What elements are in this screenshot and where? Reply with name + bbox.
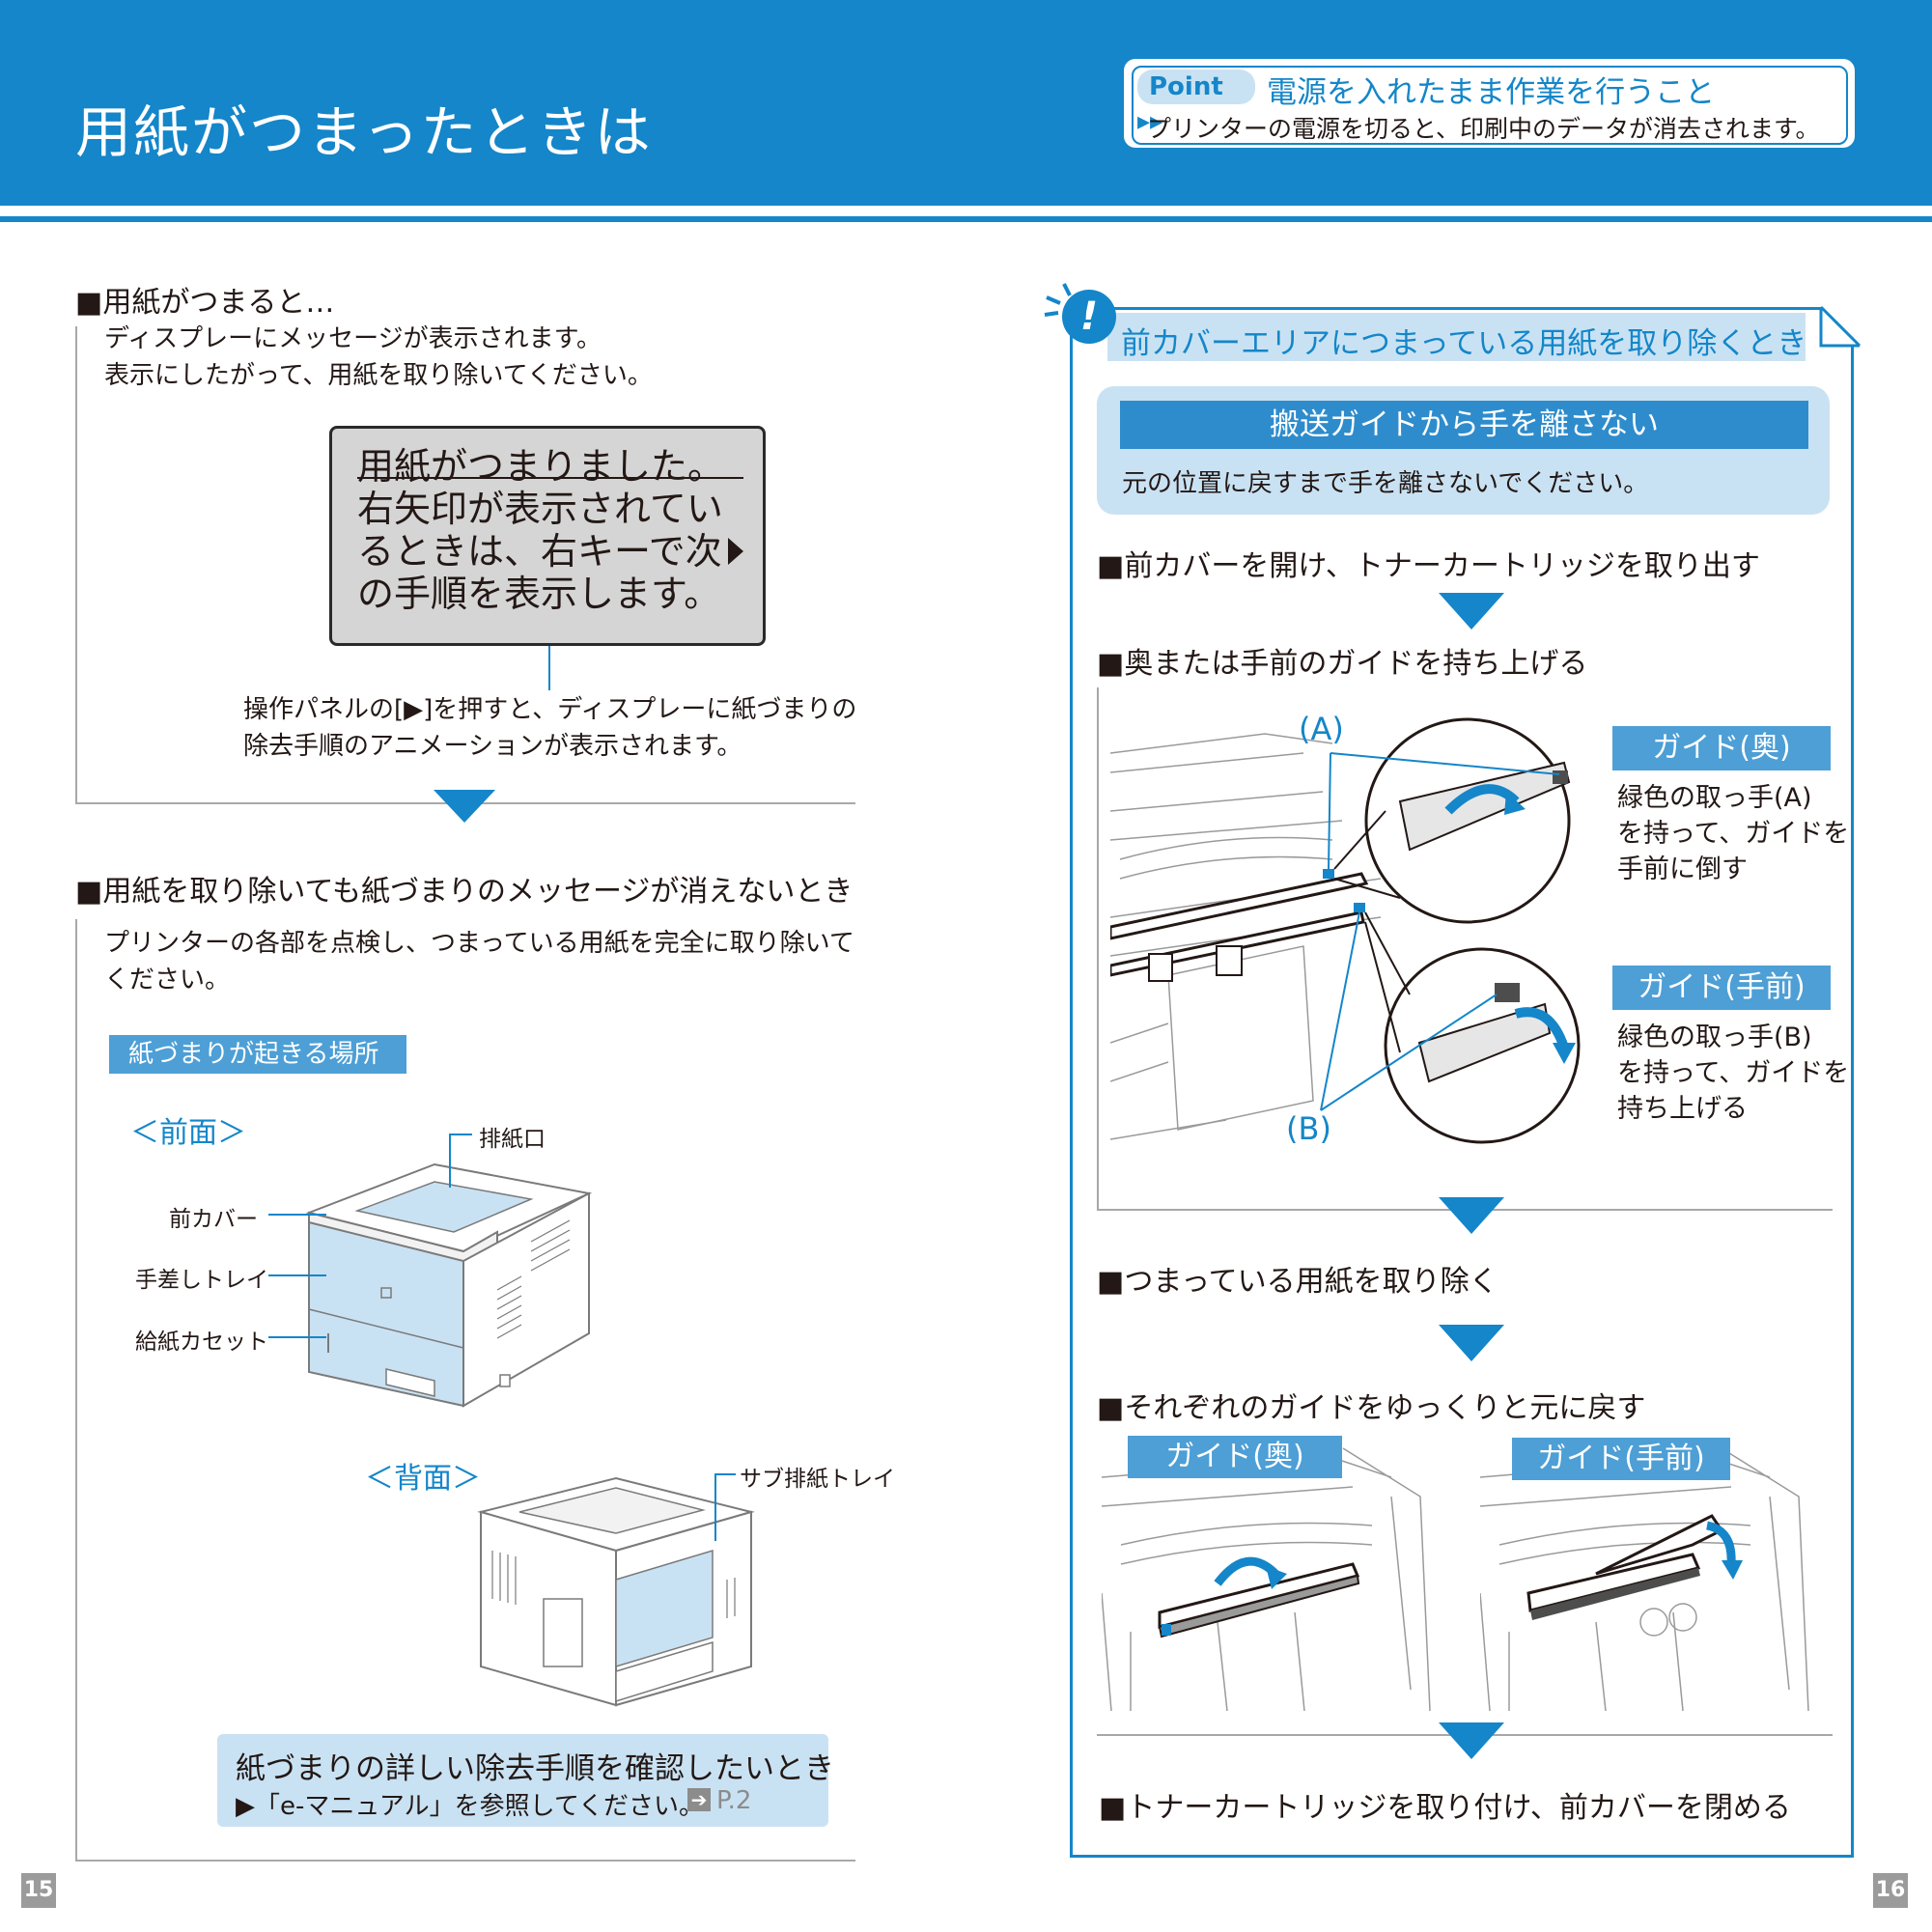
return-back-guide-label: ガイド(奥) [1128, 1436, 1342, 1478]
section-heading-jam: ■用紙がつまると… [75, 286, 335, 320]
leader-line [449, 1134, 451, 1188]
header-rule [0, 216, 1932, 222]
jam-location-band: 紙づまりが起きる場所 [109, 1035, 406, 1074]
point-title: 電源を入れたまま作業を行うこと [1267, 75, 1716, 110]
section-bottom-line [75, 1860, 855, 1862]
guide-lift-illustration [1110, 717, 1581, 1144]
warning-title: 搬送ガイドから手を離さない [1120, 401, 1808, 449]
callout-text: 除去手順のアニメーションが表示されます。 [243, 732, 742, 761]
leader-line [714, 1473, 736, 1475]
reference-arrow-icon: ➔ [687, 1788, 711, 1811]
section-text-line: 表示にしたがって、用紙を取り除いてください。 [104, 361, 653, 390]
return-front-guide-label: ガイド(手前) [1512, 1438, 1730, 1480]
step-remove-paper: ■つまっている用紙を取り除く [1097, 1265, 1498, 1299]
step-down-arrow-icon [1439, 1197, 1504, 1234]
return-back-guide-illustration [1102, 1447, 1431, 1711]
guide-back-text: を持って、ガイドを [1617, 819, 1850, 849]
step-down-arrow-icon [1439, 1325, 1504, 1361]
caution-title-band [1107, 313, 1806, 361]
page-number-right: 16 [1873, 1873, 1908, 1908]
guide-back-label: ガイド(奥) [1612, 726, 1831, 770]
step-open-cover: ■前カバーを開け、トナーカートリッジを取り出す [1097, 549, 1760, 583]
e-manual-page-ref: P.2 [716, 1786, 752, 1815]
back-view-label: ＜背面＞ [365, 1462, 481, 1496]
point-box-border [1132, 66, 1848, 145]
section-text-line: ディスプレーにメッセージが表示されます。 [104, 324, 602, 353]
section-heading-message-persists: ■用紙を取り除いても紙づまりのメッセージが消えないとき [75, 875, 854, 909]
guide-back-text: 緑色の取っ手(A) [1617, 783, 1812, 813]
e-manual-info-body: ▶「e-マニュアル」を参照してください。 [236, 1792, 705, 1821]
page-number-left: 15 [21, 1873, 56, 1908]
callout-leader [548, 646, 550, 690]
display-line: の手順を表示します。 [357, 573, 721, 615]
guide-front-label: ガイド(手前) [1612, 966, 1831, 1010]
display-line: るときは、右キーで次 [357, 530, 722, 573]
guide-front-text: を持って、ガイドを [1617, 1058, 1850, 1088]
marker-b: (B) [1286, 1110, 1331, 1147]
guide-front-text: 緑色の取っ手(B) [1617, 1022, 1812, 1052]
display-underline [357, 477, 743, 479]
leader-line [268, 1274, 326, 1276]
manual-feed-tray-label: 手差しトレイ [135, 1268, 268, 1293]
section-text-line: プリンターの各部を点検し、つまっている用紙を完全に取り除いて [104, 929, 854, 958]
step-down-arrow-icon [434, 790, 495, 823]
leader-line [268, 1336, 326, 1338]
front-view-label: ＜前面＞ [130, 1116, 246, 1150]
front-cover-label: 前カバー [169, 1207, 258, 1232]
sub-output-tray-label: サブ排紙トレイ [740, 1467, 895, 1492]
step-return-guides: ■それぞれのガイドをゆっくりと元に戻す [1097, 1391, 1646, 1425]
step-down-arrow-icon [1439, 593, 1504, 630]
exclamation-icon: ! [1062, 290, 1116, 344]
display-line: 用紙がつまりました。 [357, 445, 725, 488]
leader-line [449, 1134, 472, 1135]
printer-back-illustration [477, 1476, 755, 1707]
corner-fold-icon [1819, 305, 1862, 348]
step-lift-guide: ■奥または手前のガイドを持ち上げる [1097, 647, 1588, 681]
right-arrow-icon [728, 538, 743, 565]
guide-back-text: 手前に倒す [1617, 854, 1748, 884]
guide-front-text: 持ち上げる [1617, 1094, 1748, 1124]
step-down-arrow-icon [1439, 1722, 1504, 1759]
section-bracket-line [75, 919, 77, 1862]
marker-a: (A) [1299, 711, 1344, 747]
page-title: 用紙がつまったときは [75, 99, 653, 165]
printer-front-illustration [305, 1162, 593, 1408]
output-slot-label: 排紙口 [479, 1127, 546, 1152]
leader-line [268, 1214, 326, 1216]
e-manual-info-title: 紙づまりの詳しい除去手順を確認したいとき [236, 1751, 834, 1786]
callout-text: 操作パネルの[▶]を押すと、ディスプレーに紙づまりの [243, 695, 857, 724]
point-body: プリンターの電源を切ると、印刷中のデータが消去されます。 [1147, 115, 1820, 143]
display-panel [329, 426, 766, 646]
paper-cassette-label: 給紙カセット [135, 1330, 268, 1355]
return-front-guide-illustration [1480, 1447, 1809, 1711]
section-text-line: ください。 [104, 966, 231, 994]
leader-line [714, 1473, 716, 1541]
e-manual-info-box [217, 1734, 828, 1827]
display-line: 右矢印が表示されてい [357, 488, 723, 530]
caution-title: 前カバーエリアにつまっている用紙を取り除くとき [1121, 326, 1807, 361]
caution-spark-icon [1044, 283, 1072, 317]
section-bracket-line [75, 326, 77, 802]
step-reinstall-toner: ■トナーカートリッジを取り付け、前カバーを閉める [1099, 1791, 1791, 1825]
caution-frame [1070, 307, 1854, 1858]
warning-body: 元の位置に戻すまで手を離さないでください。 [1122, 469, 1649, 498]
step-bracket-line [1097, 687, 1099, 1211]
point-tag: Point ▸▸ [1137, 70, 1255, 136]
